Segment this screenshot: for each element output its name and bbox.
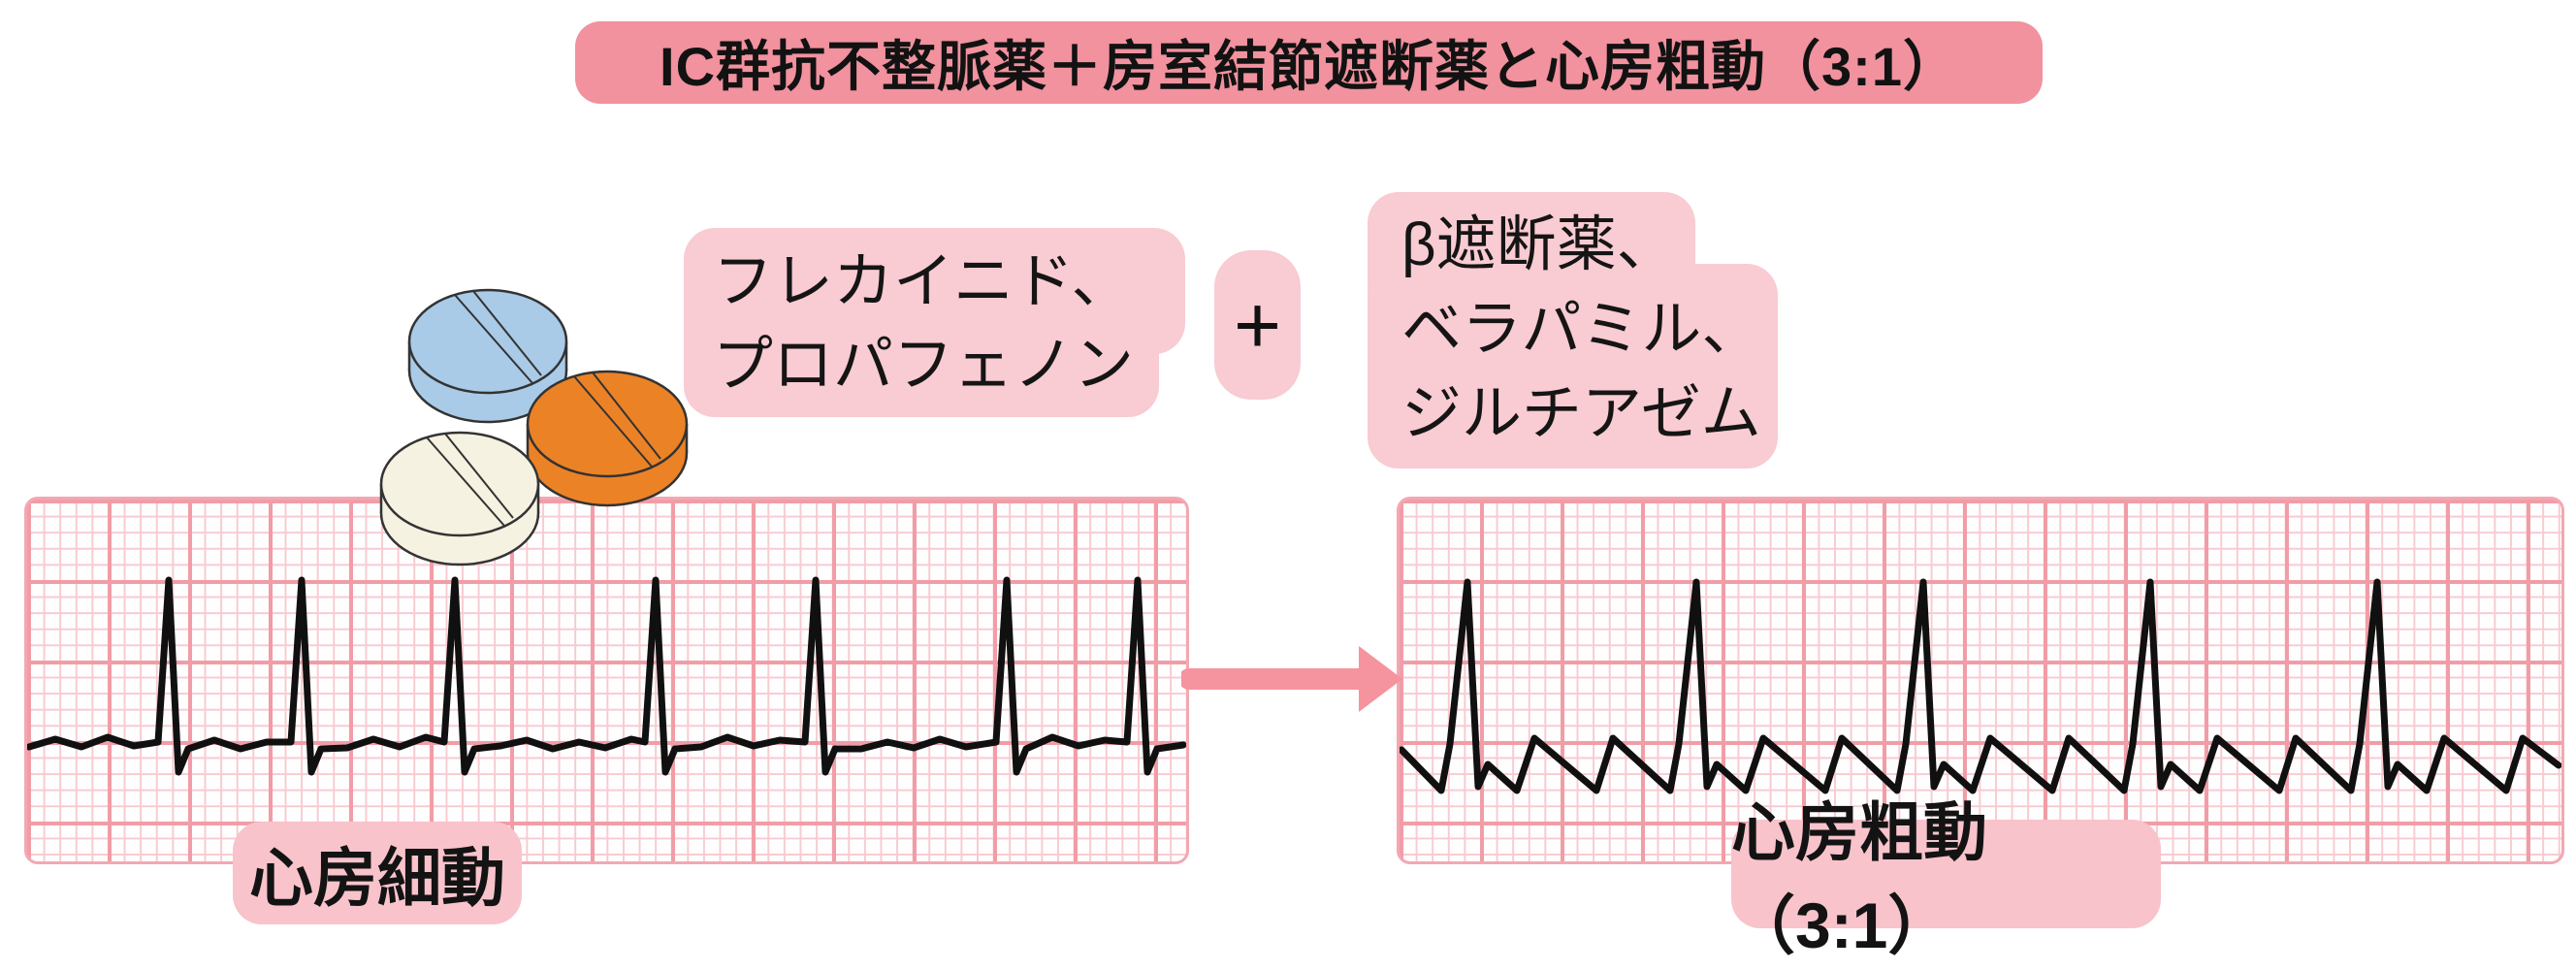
label-afib-text: 心房細動 <box>249 842 505 914</box>
drug-line: フレカイニド、 <box>713 248 1132 315</box>
title-banner: IC群抗不整脈薬＋房室結節遮断薬と心房粗動（3:1） <box>575 21 2043 104</box>
drug-bubble-left-text: フレカイニド、 プロパフェノン <box>713 241 1178 407</box>
aflutter-waveform <box>1400 578 2561 794</box>
aflutter-trace <box>1400 578 2561 794</box>
orange-pill-icon <box>526 370 689 507</box>
plus-badge: + <box>1214 250 1301 400</box>
title-text: IC群抗不整脈薬＋房室結節遮断薬と心房粗動（3:1） <box>660 36 1958 97</box>
ecg-strip-aflutter <box>1397 497 2564 864</box>
drug-line: ジルチアゼム <box>1401 379 1761 447</box>
drug-bubble-left-lower <box>684 291 1159 417</box>
afib-waveform <box>27 576 1186 776</box>
label-afib: 心房細動 <box>233 822 522 924</box>
blue-pill-icon <box>407 288 568 424</box>
drug-line: プロパフェノン <box>713 332 1135 399</box>
drug-bubble-right-lower <box>1368 264 1778 469</box>
label-aflutter-text: 心房粗動（3:1） <box>1731 796 1987 961</box>
label-aflutter: 心房粗動（3:1） <box>1731 796 2161 961</box>
cream-pill-icon <box>379 431 540 566</box>
drug-line: ベラパミル、 <box>1401 295 1762 363</box>
arrow-right-icon <box>1181 646 1402 712</box>
drug-line: β遮断薬、 <box>1401 211 1677 279</box>
drug-bubble-right-text: β遮断薬、 ベラパミル、 ジルチアゼム <box>1401 204 1789 456</box>
plus-sign: + <box>1233 278 1282 371</box>
ecg-strip-afib <box>24 497 1189 864</box>
pills-illustration <box>379 288 689 566</box>
arrow-head <box>1359 646 1402 712</box>
afib-trace <box>27 576 1186 776</box>
